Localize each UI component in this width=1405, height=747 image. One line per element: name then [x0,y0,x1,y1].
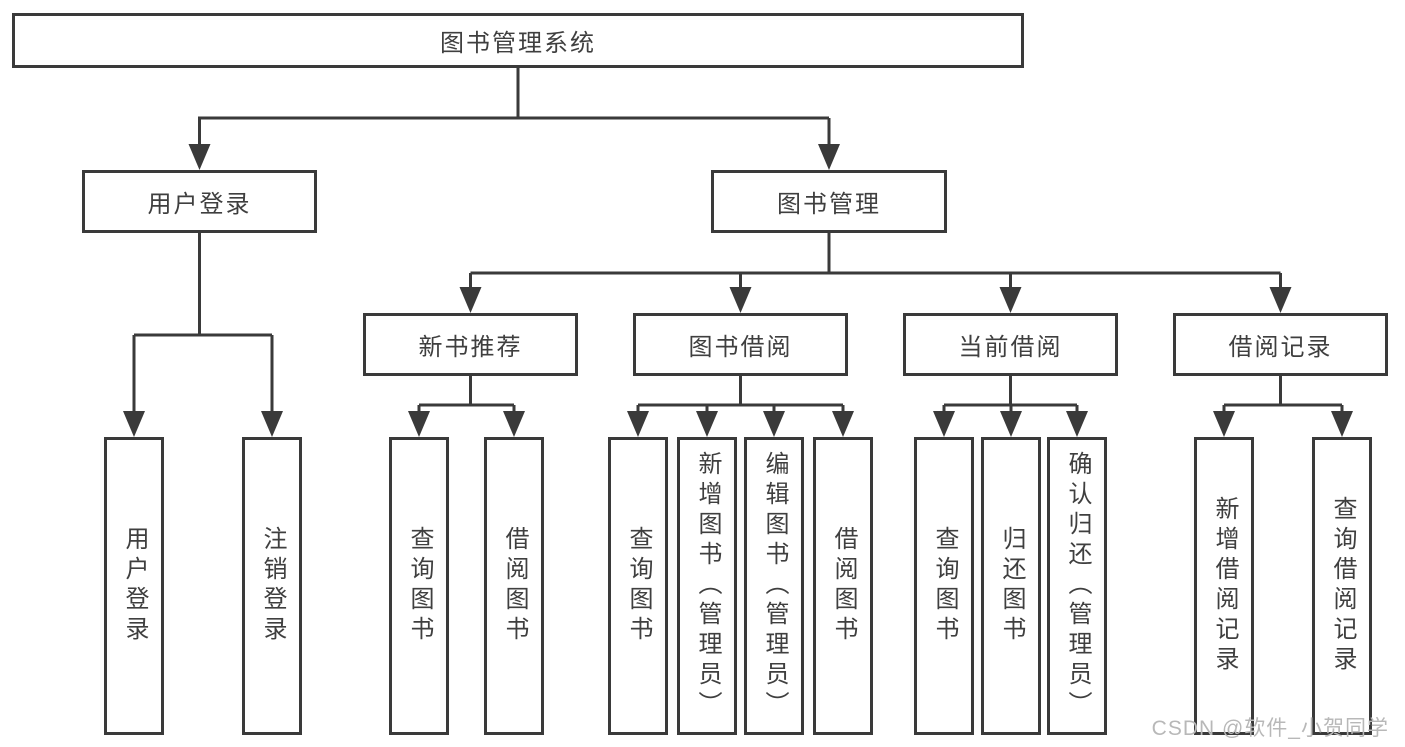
leaf-user-login: 用户登录 [104,437,164,735]
leaf-logout: 注销登录 [242,437,302,735]
leaf-records-query-record: 查询借阅记录 [1312,437,1372,735]
leaf-current-return-books-label: 归还图书 [998,526,1025,646]
leaf-newbook-borrow-books-label: 借阅图书 [501,526,528,646]
leaf-borrow-borrow-books: 借阅图书 [813,437,873,735]
leaf-borrow-add-books-admin: 新增图书（管理员） [677,437,737,735]
leaf-borrow-query-books-label: 查询图书 [625,526,652,646]
leaf-borrow-add-books-admin-label: 新增图书（管理员） [694,451,721,721]
leaf-current-return-books: 归还图书 [981,437,1041,735]
leaf-logout-label: 注销登录 [259,526,286,646]
leaf-user-login-label: 用户登录 [121,526,148,646]
node-book-borrowing: 图书借阅 [633,313,848,376]
leaf-newbook-query-books: 查询图书 [389,437,449,735]
leaf-current-confirm-return-admin: 确认归还（管理员） [1047,437,1107,735]
leaf-borrow-query-books: 查询图书 [608,437,668,735]
node-book-borrowing-label: 图书借阅 [688,334,793,361]
leaf-current-query-books: 查询图书 [914,437,974,735]
node-new-book-recommendation-label: 新书推荐 [418,334,523,361]
leaf-borrow-borrow-books-label: 借阅图书 [830,526,857,646]
leaf-records-query-record-label: 查询借阅记录 [1329,496,1356,676]
leaf-newbook-borrow-books: 借阅图书 [484,437,544,735]
leaf-borrow-edit-books-admin-label: 编辑图书（管理员） [761,451,788,721]
leaf-records-add-record-label: 新增借阅记录 [1211,496,1238,676]
node-new-book-recommendation: 新书推荐 [363,313,578,376]
leaf-current-confirm-return-admin-label: 确认归还（管理员） [1064,451,1091,721]
node-user-login-label: 用户登录 [147,191,252,218]
leaf-borrow-edit-books-admin: 编辑图书（管理员） [744,437,804,735]
node-root-system: 图书管理系统 [12,13,1024,68]
leaf-newbook-query-books-label: 查询图书 [406,526,433,646]
node-book-management-label: 图书管理 [777,191,881,218]
leaf-records-add-record: 新增借阅记录 [1194,437,1254,735]
node-borrowing-records: 借阅记录 [1173,313,1388,376]
node-book-management: 图书管理 [711,170,947,233]
leaf-current-query-books-label: 查询图书 [931,526,958,646]
node-current-borrowing: 当前借阅 [903,313,1118,376]
csdn-watermark: CSDN @软件_小贺同学 [1151,717,1389,740]
node-borrowing-records-label: 借阅记录 [1228,334,1333,361]
node-current-borrowing-label: 当前借阅 [958,334,1063,361]
node-user-login: 用户登录 [82,170,317,233]
node-root-system-label: 图书管理系统 [440,30,596,57]
